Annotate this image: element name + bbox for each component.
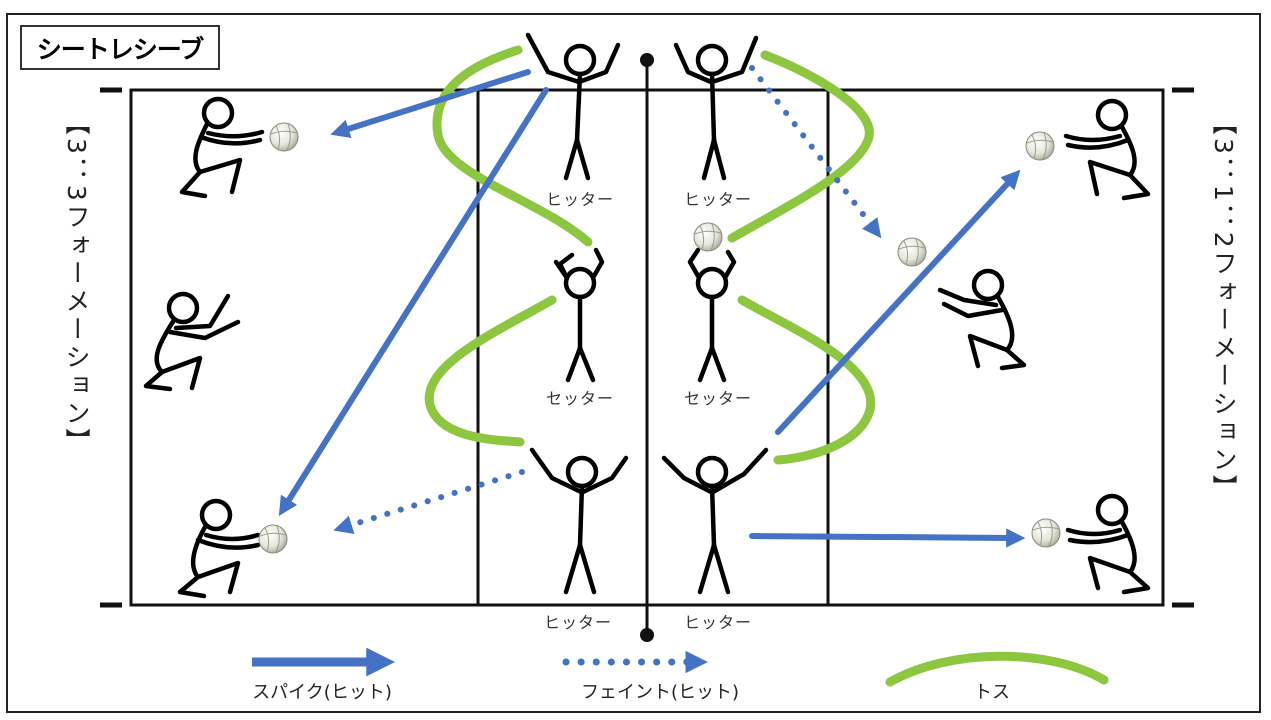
role-label-hitter: ヒッター	[684, 190, 752, 209]
legend-toss-curve	[885, 651, 1109, 687]
receiver-left-middle	[143, 291, 241, 392]
legend-feint-label: フェイント(ヒット)	[581, 682, 739, 703]
receiver-left-bottom	[177, 498, 261, 599]
role-label-hitter: ヒッター	[544, 613, 612, 632]
diagram-frame	[6, 13, 1261, 713]
volleyball-ball	[693, 222, 723, 252]
role-label-hitter: ヒッター	[546, 190, 614, 209]
hitter-top-right	[673, 35, 759, 181]
hitter-bottom-right	[661, 447, 769, 595]
legend-spike-label: スパイク(ヒット)	[252, 682, 392, 703]
legend: スパイク(ヒット) フェイント(ヒット) トス	[252, 647, 1109, 703]
volleyball-ball	[269, 122, 299, 152]
left-formation-label: 【3：3フォーメーション】	[62, 110, 91, 456]
receiver-left-top	[179, 96, 265, 199]
volleyball-ball	[1025, 131, 1055, 161]
hitter-bottom-left	[529, 447, 629, 595]
receiver-right-top	[1063, 98, 1151, 201]
role-label-setter: セッター	[684, 389, 752, 408]
volleyball-ball	[897, 237, 927, 267]
setter-right	[687, 247, 737, 383]
legend-toss-label: トス	[974, 682, 1010, 703]
receiver-right-bottom	[1065, 493, 1151, 595]
role-label-setter: セッター	[546, 389, 614, 408]
setter-left	[553, 247, 605, 383]
volleyball-ball	[258, 524, 288, 554]
role-label-hitter: ヒッター	[684, 613, 752, 632]
toss-paths	[424, 45, 876, 465]
spike-arrows	[278, 69, 1026, 548]
net	[640, 53, 654, 642]
feint-arrows	[333, 65, 882, 535]
diagram-title: シートレシーブ	[20, 25, 220, 70]
hitter-top-left	[525, 32, 621, 181]
volleyball-ball	[1031, 518, 1061, 548]
receiver-right-middle	[937, 268, 1027, 371]
right-formation-label: 【3：1：2フォーメーション】	[1209, 110, 1238, 503]
